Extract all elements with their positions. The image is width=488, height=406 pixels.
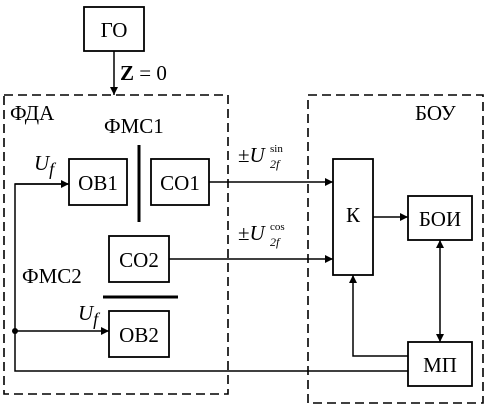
co1-label: СО1 <box>160 171 200 195</box>
ov1-block <box>68 158 128 206</box>
u-sin-sup: sin <box>270 143 283 155</box>
fda-group-label: ФДА <box>10 101 55 125</box>
co2-label: СО2 <box>119 248 159 272</box>
mp-to-k-arrow <box>349 275 408 357</box>
ov2-block <box>108 310 170 358</box>
boi-label: БОИ <box>419 207 461 231</box>
u-sin-label: ±U <box>238 143 267 167</box>
fda-group-border <box>3 94 229 395</box>
boi-block <box>407 195 473 241</box>
co1-block <box>150 158 210 206</box>
u-cos-label: ±U <box>238 221 267 245</box>
u-cos-sup: cos <box>270 221 285 233</box>
uf-label-top: Uf <box>34 151 57 179</box>
z-zero-label: Z = 0 <box>120 61 167 85</box>
k-label: К <box>346 203 361 227</box>
ov2-label: ОВ2 <box>119 323 159 347</box>
go-block <box>83 6 145 52</box>
fmc1-label: ФМС1 <box>104 114 164 138</box>
u-sin-sub: 2f <box>270 157 281 171</box>
bou-group-label: БОУ <box>415 101 456 125</box>
mp-block <box>407 341 473 387</box>
u-cos-sub: 2f <box>270 235 281 249</box>
go-label: ГО <box>101 18 128 42</box>
uf-label-bottom: Uf <box>78 301 101 329</box>
ov1-label: ОВ1 <box>78 171 118 195</box>
junction-dot <box>12 328 18 334</box>
bou-group-border <box>307 94 484 404</box>
fmc2-label: ФМС2 <box>22 264 82 288</box>
mp-label: МП <box>423 353 457 377</box>
